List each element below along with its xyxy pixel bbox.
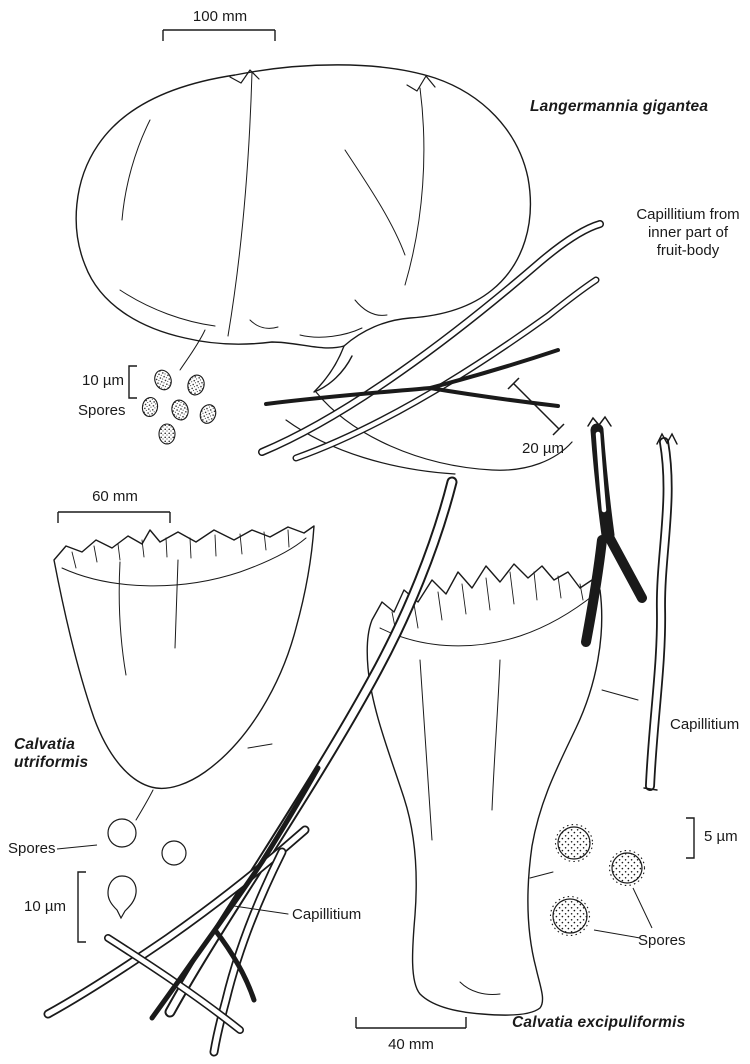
- excipuliformis-inner-rim: [379, 593, 596, 647]
- scale-10um-left-label: 10 µm: [24, 898, 66, 915]
- excipuliformis-species-label: Calvatia excipuliformis: [512, 1014, 686, 1031]
- scale-bar-20um: [507, 377, 565, 436]
- excipuliformis-spore-leader: [529, 871, 554, 879]
- puffball-spore-leader: [179, 329, 206, 371]
- utriformis-spore-leader: [135, 743, 273, 821]
- langermannia-species-label: Langermannia gigantea: [530, 98, 709, 115]
- scale-bracket-10um-left: [77, 871, 86, 943]
- pyriform-spore: [107, 875, 137, 920]
- excipuliformis-outline: [366, 563, 603, 1016]
- utriformis-spores: [56, 818, 187, 920]
- capillitium-note-label: Capillitium from inner part of fruit-bod…: [636, 206, 740, 259]
- scale-bar-40mm: [355, 1017, 467, 1029]
- langermannia-spores: [141, 369, 217, 445]
- langermannia-capillitium: [258, 220, 604, 475]
- capillitium-right-label: Capillitium: [670, 716, 740, 733]
- utriformis-creases: [118, 559, 179, 676]
- scale-5um-label: 5 µm: [704, 828, 738, 845]
- spores-left-label: Spores: [8, 840, 56, 857]
- spores-right-label: Spores: [638, 932, 686, 949]
- scale-bar-100mm: [162, 29, 276, 41]
- capillitium-left-leader: [233, 905, 289, 915]
- capillitium-right-leader: [601, 689, 639, 701]
- main-capillitium-black-Y: [149, 765, 321, 1021]
- puffball-creases: [119, 71, 425, 338]
- scale-20um-label: 20 µm: [522, 440, 564, 457]
- utriformis-fruit-body: [53, 525, 315, 821]
- scale-10um-top-label: 10 µm: [82, 372, 124, 389]
- main-capillitium: [43, 476, 458, 1057]
- utriformis-rim-hatching: [71, 529, 290, 569]
- utriformis-outline: [53, 525, 315, 790]
- excipuliformis-spores: [549, 823, 653, 939]
- capillitium-left-label: Capillitium: [292, 906, 362, 923]
- langermannia-fruit-body: [75, 64, 532, 393]
- scale-bar-60mm: [57, 511, 171, 523]
- capillitium-right-black: [581, 415, 647, 647]
- utriformis-species-label: Calvatia utriformis: [14, 736, 89, 771]
- scale-bracket-10um-top: [128, 365, 137, 399]
- puffball-outline: [75, 64, 532, 349]
- scale-100mm-label: 100 mm: [192, 8, 248, 25]
- utriformis-inner-rim: [61, 537, 307, 587]
- excipuliformis-creases: [419, 659, 501, 995]
- excipuliformis-rim-hatching: [391, 571, 584, 633]
- scale-bracket-5um: [686, 817, 695, 859]
- spores-left-leader: [56, 844, 98, 850]
- capillitium-right-tube: [601, 432, 678, 791]
- spores-right-leaders: [593, 887, 653, 939]
- puffball-top-notches: [229, 69, 436, 92]
- spores-top-label: Spores: [78, 402, 126, 419]
- capillitium-black-Y: [264, 348, 560, 408]
- puffball-flap: [313, 345, 353, 393]
- scale-60mm-label: 60 mm: [92, 488, 138, 505]
- scale-40mm-label: 40 mm: [388, 1036, 434, 1053]
- excipuliformis-fruit-body: [366, 563, 603, 1016]
